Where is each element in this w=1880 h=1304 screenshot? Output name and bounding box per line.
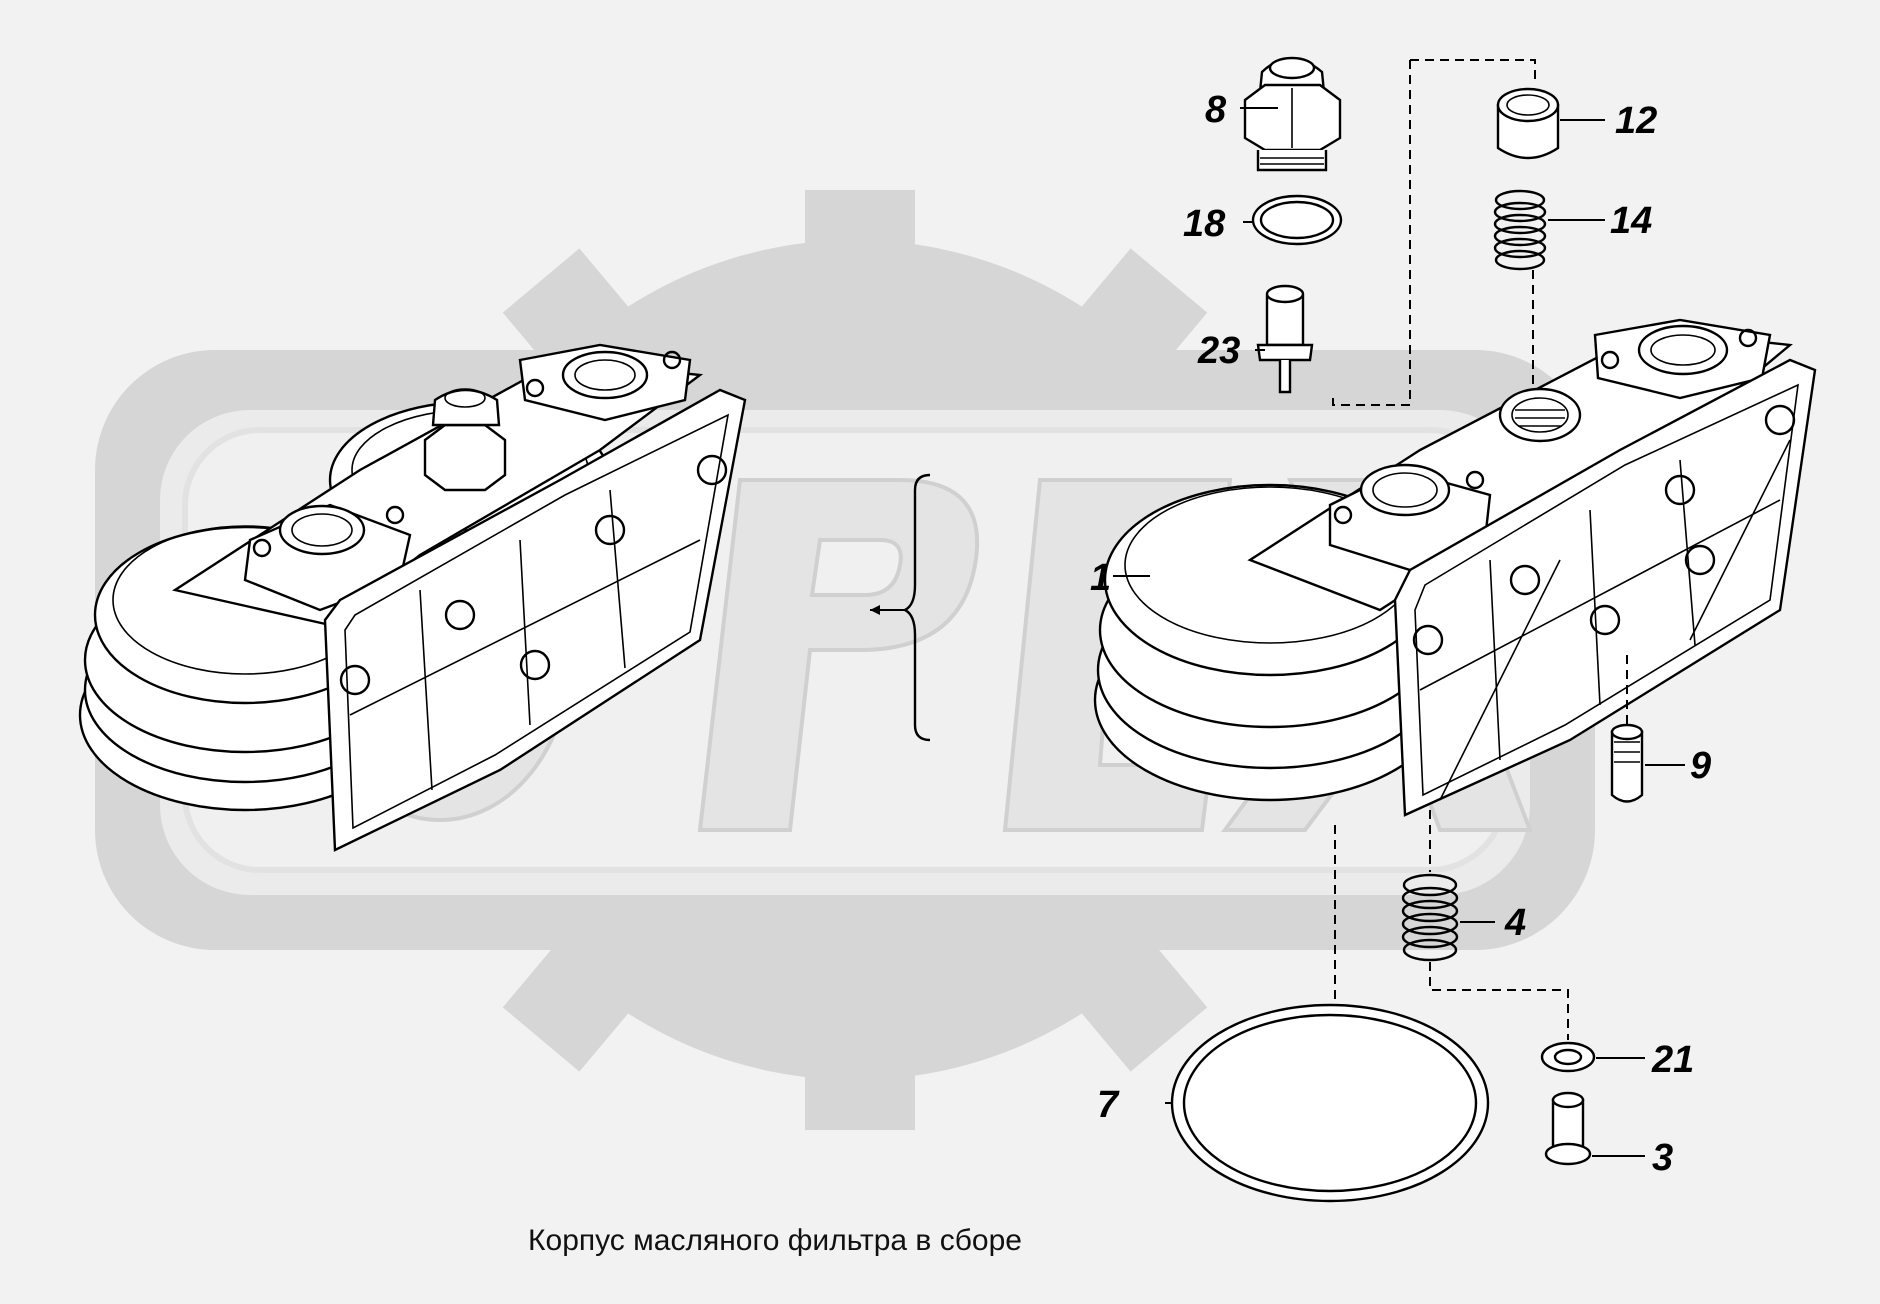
part-12-bushing — [1496, 87, 1560, 160]
label-part-14: 14 — [1610, 200, 1652, 242]
part-23-valve-pin — [1256, 284, 1314, 394]
label-part-18: 18 — [1183, 203, 1226, 245]
part-3-pin — [1544, 1091, 1592, 1166]
label-part-12: 12 — [1615, 100, 1657, 142]
label-part-3: 3 — [1652, 1137, 1673, 1179]
assembly-lines — [1332, 59, 1628, 1040]
part-14-spring — [1493, 189, 1547, 271]
housing-exploded-right — [1093, 318, 1817, 817]
housing-assembled-left — [78, 343, 747, 852]
label-part-4: 4 — [1504, 902, 1526, 944]
diagram-caption: Корпус масляного фильтра в сборе — [528, 1224, 1022, 1257]
label-part-23: 23 — [1197, 330, 1240, 372]
part-18-seal-ring — [1251, 194, 1343, 246]
leader-lines — [1113, 107, 1685, 1157]
label-part-9: 9 — [1690, 745, 1711, 787]
label-part-21: 21 — [1651, 1039, 1694, 1081]
part-9-pin — [1610, 723, 1644, 803]
part-8-plug — [1243, 56, 1342, 172]
part-7-seal-ring-large — [1170, 1003, 1490, 1203]
label-part-8: 8 — [1205, 89, 1227, 131]
part-21-washer — [1540, 1041, 1596, 1073]
label-part-7: 7 — [1097, 1084, 1120, 1126]
assembly-bracket — [870, 473, 931, 742]
part-labels: 8 18 23 12 14 1 9 4 7 21 3 — [1090, 89, 1711, 1179]
label-part-1: 1 — [1090, 557, 1111, 599]
part-4-spring — [1401, 873, 1459, 962]
